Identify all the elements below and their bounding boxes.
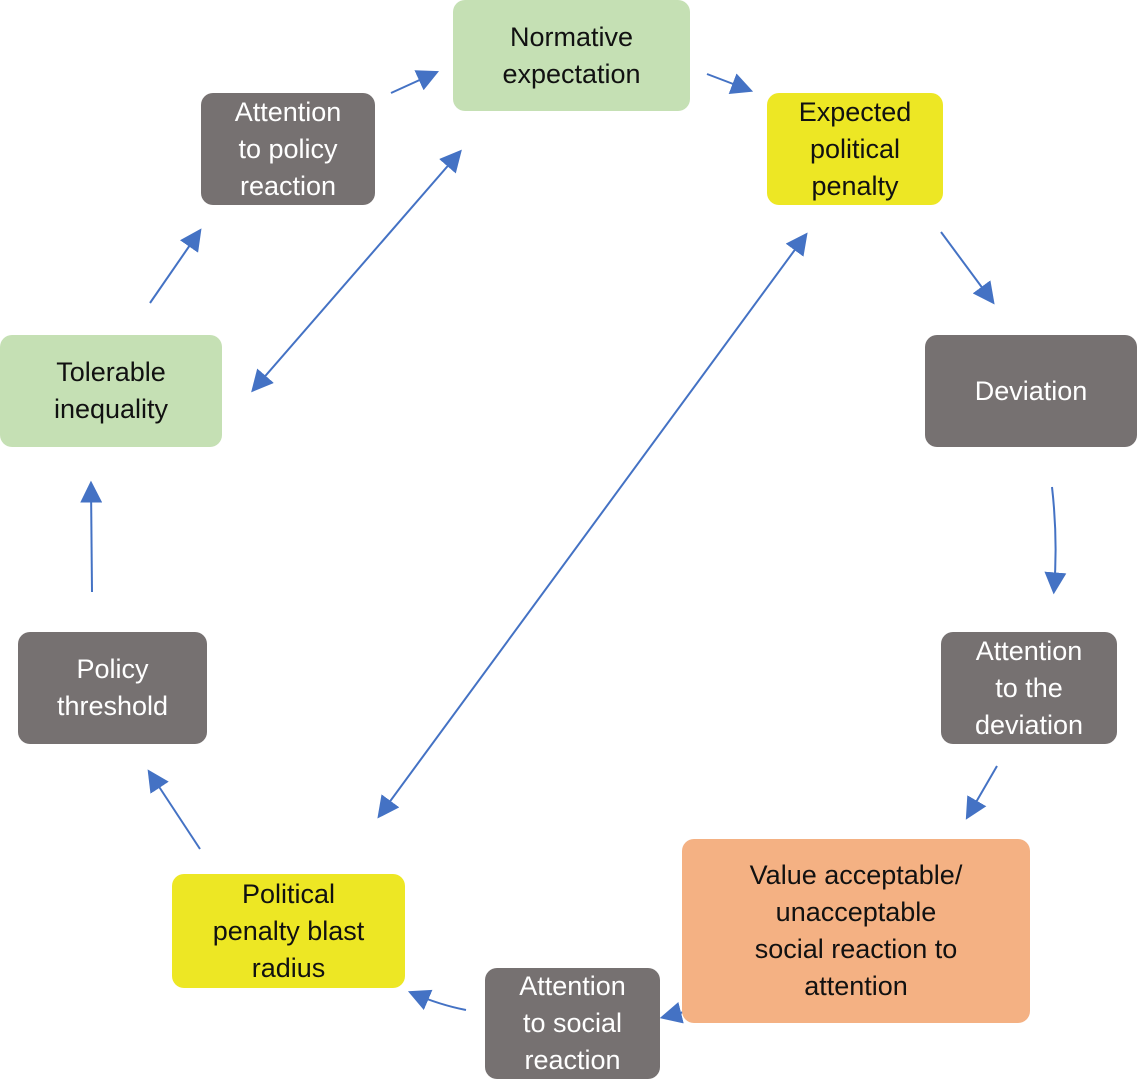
node-value-acceptable-unacceptable: Value acceptable/ unacceptable social re… bbox=[682, 839, 1030, 1023]
edge-attention-social-to-blast-radius bbox=[407, 989, 467, 1011]
node-normative-expectation: Normative expectation bbox=[453, 0, 690, 111]
node-expected-political-penalty: Expected political penalty bbox=[767, 93, 943, 205]
edge-value-to-attention-social bbox=[659, 1002, 685, 1024]
node-attention-to-the-deviation: Attention to the deviation bbox=[941, 632, 1117, 744]
edge-blast-radius-expected-penalty-double bbox=[377, 232, 808, 819]
node-attention-to-policy-reaction: Attention to policy reaction bbox=[201, 93, 375, 205]
node-tolerable-inequality: Tolerable inequality bbox=[0, 335, 222, 447]
node-attention-to-social-reaction: Attention to social reaction bbox=[485, 968, 660, 1079]
edge-normative-to-expected-penalty bbox=[706, 73, 754, 95]
node-policy-threshold: Policy threshold bbox=[18, 632, 207, 744]
edge-blast-radius-to-policy-threshold bbox=[147, 769, 201, 850]
edge-policy-threshold-to-tolerable bbox=[80, 480, 103, 593]
edge-policy-reaction-to-normative bbox=[390, 70, 440, 94]
edge-deviation-to-attention-deviation bbox=[1044, 486, 1067, 595]
edge-tolerable-to-policy-reaction bbox=[149, 228, 202, 304]
edge-tolerable-normative-double bbox=[251, 149, 462, 393]
edge-attention-deviation-to-value bbox=[965, 765, 998, 820]
node-deviation: Deviation bbox=[925, 335, 1137, 447]
edge-expected-penalty-to-deviation bbox=[940, 231, 995, 305]
node-political-penalty-blast-radius: Political penalty blast radius bbox=[172, 874, 405, 988]
